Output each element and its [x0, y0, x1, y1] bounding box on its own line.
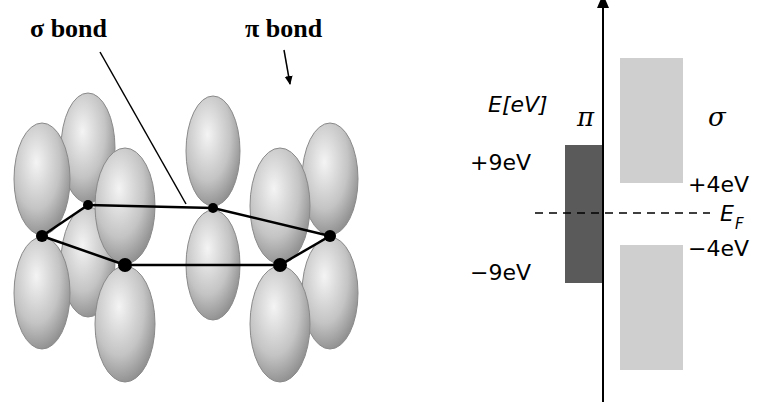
band-label: π [577, 102, 594, 132]
energy-value: +4eV [688, 172, 749, 197]
callout-label: σ bond [30, 14, 107, 44]
leader-arrow [284, 50, 290, 84]
energy-axis [602, 6, 604, 402]
sigma-band-upper [620, 58, 683, 183]
fermi-subscript: F [735, 215, 744, 233]
fermi-level [535, 212, 710, 214]
sigma-band-lower [620, 245, 683, 370]
leader-line [100, 52, 186, 204]
pi-band [565, 145, 603, 283]
pz-orbitals [14, 93, 358, 382]
energy-value: −4eV [688, 236, 749, 261]
callout-label: π bond [245, 14, 322, 44]
energy-value: +9eV [470, 150, 531, 175]
fermi-label: E [720, 201, 734, 226]
band-label: σ [708, 102, 726, 132]
sigma-bonds [42, 205, 330, 265]
axis-label: E[eV] [488, 92, 548, 117]
carbon-atoms [36, 200, 336, 272]
energy-value: −9eV [470, 260, 531, 285]
